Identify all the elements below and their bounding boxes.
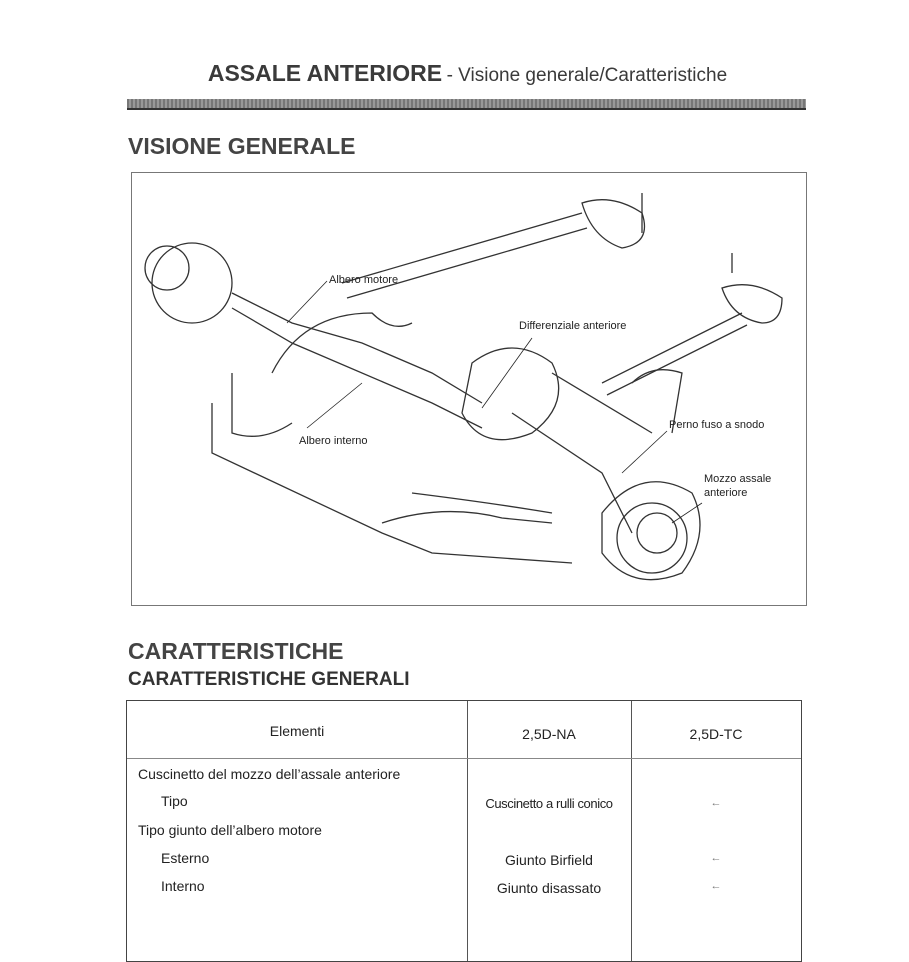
header-subtitle: - Visione generale/Caratteristiche: [446, 65, 728, 86]
same-as-left-arrow: ←: [710, 797, 722, 809]
row-item: Esterno: [161, 850, 210, 866]
label-mozzo-1: Mozzo assale: [704, 473, 772, 485]
axle-illustration: [144, 193, 783, 581]
specs-table: Elementi 2,5D-NA 2,5D-TC Cuscinetto del …: [126, 700, 802, 962]
row-value-na: Cuscinetto a rulli conico: [485, 796, 613, 811]
axle-diagram: Albero motore Differenziale anteriore Al…: [131, 172, 807, 606]
row-item: Interno: [161, 878, 205, 894]
label-mozzo-2: anteriore: [704, 487, 748, 499]
same-as-left-arrow: ←: [710, 880, 722, 892]
same-as-left-arrow: ←: [710, 852, 722, 864]
page-header: ASSALE ANTERIORE - Visione generale/Cara…: [0, 60, 909, 87]
row-item: Tipo: [161, 793, 188, 809]
section-title-caratteristiche: CARATTERISTICHE: [128, 638, 344, 664]
label-differenziale: Differenziale anteriore: [519, 320, 627, 332]
section-subtitle: CARATTERISTICHE GENERALI: [128, 669, 410, 690]
row-item: Tipo giunto dell’albero motore: [138, 822, 322, 838]
col-header-elementi: Elementi: [269, 723, 325, 739]
header-title: ASSALE ANTERIORE: [207, 60, 443, 86]
section-title-visione: VISIONE GENERALE: [128, 133, 356, 159]
row-value-na: Giunto disassato: [496, 880, 602, 896]
col-header-na: 2,5D-NA: [522, 726, 576, 742]
row-value-na: Giunto Birfield: [505, 852, 593, 868]
label-perno: Perno fuso a snodo: [669, 419, 765, 431]
label-albero-motore: Albero motore: [329, 274, 399, 286]
row-item: Cuscinetto del mozzo dell’assale anterio…: [138, 766, 401, 782]
col-header-tc: 2,5D-TC: [689, 726, 743, 742]
header-rule: [127, 99, 806, 110]
label-albero-interno: Albero interno: [299, 435, 368, 447]
